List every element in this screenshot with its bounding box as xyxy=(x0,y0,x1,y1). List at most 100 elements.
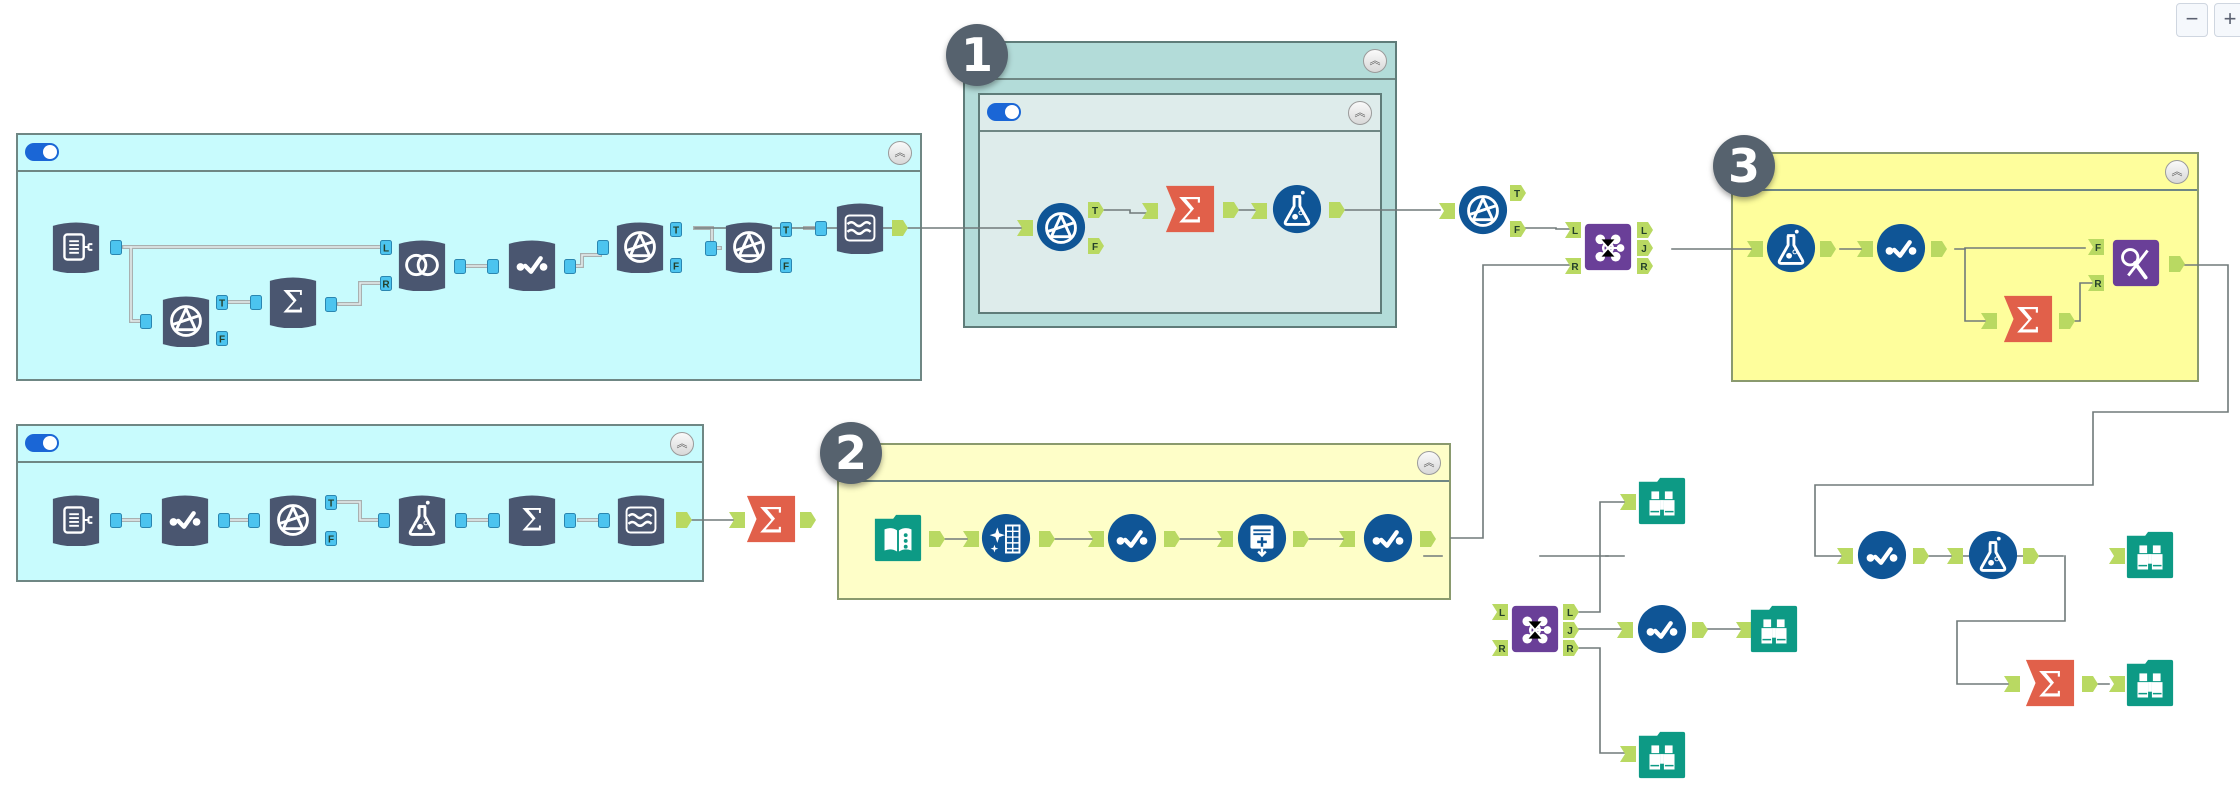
output-anchor[interactable] xyxy=(2082,676,2098,692)
input-anchor[interactable] xyxy=(1088,531,1104,547)
false-anchor[interactable]: F xyxy=(780,257,792,273)
container-header[interactable] xyxy=(18,135,920,172)
formula-tool[interactable] xyxy=(1271,184,1323,236)
join-in-db-tool[interactable] xyxy=(1509,604,1561,656)
input-data-tool[interactable] xyxy=(50,221,102,273)
output-anchor[interactable] xyxy=(455,512,467,528)
container-header[interactable] xyxy=(18,426,702,463)
summarize-tool[interactable]: Σ xyxy=(267,276,319,328)
collapse-container-button[interactable]: ︽ xyxy=(1348,101,1372,125)
right-anchor[interactable]: R xyxy=(380,275,392,291)
browse-tool[interactable] xyxy=(1636,730,1688,782)
left-anchor[interactable]: L xyxy=(1637,222,1653,238)
input-anchor[interactable] xyxy=(1217,531,1233,547)
find-replace-tool[interactable] xyxy=(2110,238,2162,290)
right-anchor[interactable]: R xyxy=(1637,258,1653,274)
output-anchor[interactable] xyxy=(110,512,122,528)
input-anchor[interactable] xyxy=(1981,313,1997,329)
select-tool[interactable] xyxy=(1106,513,1158,565)
output-anchor[interactable] xyxy=(800,512,816,528)
collapse-container-button[interactable]: ︽ xyxy=(670,432,694,456)
browse-tool[interactable] xyxy=(1636,476,1688,528)
replace-anchor[interactable]: R xyxy=(2088,275,2104,291)
output-anchor[interactable] xyxy=(1420,531,1436,547)
output-anchor[interactable] xyxy=(1692,622,1708,638)
input-anchor[interactable] xyxy=(1620,746,1636,762)
input-anchor[interactable] xyxy=(1837,548,1853,564)
output-anchor[interactable] xyxy=(564,258,576,274)
data-cleansing-tool[interactable] xyxy=(834,202,886,254)
summarize-tool[interactable]: Σ xyxy=(506,494,558,546)
output-anchor[interactable] xyxy=(1820,241,1836,257)
output-anchor[interactable] xyxy=(325,296,337,312)
auto-field-tool[interactable] xyxy=(980,513,1032,565)
left-anchor[interactable]: L xyxy=(380,239,392,255)
input-anchor[interactable] xyxy=(1947,548,1963,564)
join-anchor[interactable]: J xyxy=(1637,240,1653,256)
output-anchor[interactable] xyxy=(1039,531,1055,547)
select-tool[interactable] xyxy=(1362,513,1414,565)
input-anchor[interactable] xyxy=(250,294,262,310)
filter-tool[interactable] xyxy=(1457,185,1509,237)
input-anchor[interactable] xyxy=(729,512,745,528)
false-anchor[interactable]: F xyxy=(670,257,682,273)
true-anchor[interactable]: T xyxy=(1510,185,1526,201)
true-anchor[interactable]: T xyxy=(670,221,682,237)
output-anchor[interactable] xyxy=(2059,313,2075,329)
input-anchor[interactable] xyxy=(1251,203,1267,219)
input-anchor[interactable] xyxy=(140,313,152,329)
browse-tool[interactable] xyxy=(2124,530,2176,582)
true-anchor[interactable]: T xyxy=(1088,202,1104,218)
collapse-container-button[interactable]: ︽ xyxy=(1363,49,1387,73)
input-anchor[interactable] xyxy=(1857,241,1873,257)
input-anchor[interactable] xyxy=(2109,548,2125,564)
false-anchor[interactable]: F xyxy=(325,530,337,546)
filter-tool[interactable] xyxy=(160,295,212,347)
output-anchor[interactable] xyxy=(929,531,945,547)
input-anchor[interactable] xyxy=(1339,531,1355,547)
output-anchor[interactable] xyxy=(1164,531,1180,547)
formula-tool[interactable] xyxy=(1967,530,2019,582)
input-anchor[interactable] xyxy=(1747,241,1763,257)
select-tool[interactable] xyxy=(1875,223,1927,275)
input-data-tool[interactable] xyxy=(50,494,102,546)
input-anchor[interactable] xyxy=(815,220,827,236)
browse-tool[interactable] xyxy=(2124,658,2176,710)
select-tool[interactable] xyxy=(1856,530,1908,582)
input-anchor[interactable] xyxy=(488,512,500,528)
true-anchor[interactable]: T xyxy=(780,221,792,237)
output-anchor[interactable] xyxy=(2023,548,2039,564)
summarize-in-db-tool[interactable]: Σ xyxy=(2002,294,2054,346)
output-anchor[interactable] xyxy=(892,220,908,236)
container-header[interactable] xyxy=(965,43,1395,80)
select-tool[interactable] xyxy=(159,494,211,546)
output-anchor[interactable] xyxy=(1931,241,1947,257)
false-anchor[interactable]: F xyxy=(1088,238,1104,254)
select-tool[interactable] xyxy=(506,239,558,291)
input-anchor[interactable] xyxy=(1439,203,1455,219)
input-anchor[interactable] xyxy=(1736,622,1752,638)
summarize-in-db-tool[interactable]: Σ xyxy=(745,494,797,546)
right-anchor[interactable]: R xyxy=(1565,258,1581,274)
output-anchor[interactable] xyxy=(218,512,230,528)
output-anchor[interactable] xyxy=(454,258,466,274)
select-tool[interactable] xyxy=(1636,604,1688,656)
formula-tool[interactable] xyxy=(1765,223,1817,275)
input-anchor[interactable] xyxy=(705,240,717,256)
summarize-in-db-tool[interactable]: Σ xyxy=(1164,184,1216,236)
output-anchor[interactable] xyxy=(564,512,576,528)
input-anchor[interactable] xyxy=(378,512,390,528)
filter-tool[interactable] xyxy=(614,221,666,273)
container-header[interactable] xyxy=(980,95,1380,132)
true-anchor[interactable]: T xyxy=(216,294,228,310)
left-anchor[interactable]: L xyxy=(1563,604,1579,620)
tool-container-b[interactable]: ︽ xyxy=(16,424,704,582)
collapse-container-button[interactable]: ︽ xyxy=(2165,160,2189,184)
input-anchor[interactable] xyxy=(1017,220,1033,236)
browse-tool[interactable] xyxy=(1748,604,1800,656)
output-anchor[interactable] xyxy=(1223,202,1239,218)
collapse-container-button[interactable]: ︽ xyxy=(888,141,912,165)
data-cleansing-tool[interactable] xyxy=(615,494,667,546)
container-enable-toggle[interactable] xyxy=(25,434,59,452)
input-anchor[interactable] xyxy=(598,512,610,528)
